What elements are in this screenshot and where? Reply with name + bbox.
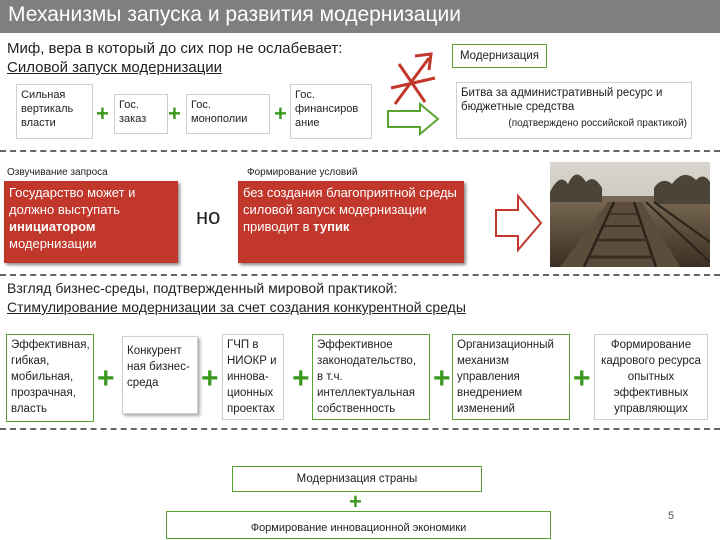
- red-right-text: без создания благоприятной среды силовой…: [243, 185, 457, 234]
- plus-icon: +: [96, 101, 109, 126]
- state-finance-box: Гос. финансиров ание: [290, 84, 372, 139]
- state-monopoly-box: Гос. монополии: [186, 94, 270, 134]
- country-modernization-box: Модернизация страны: [232, 466, 482, 492]
- divider: [0, 274, 720, 276]
- request-label: Озвучивание запроса: [7, 167, 108, 178]
- battle-note: (подтверждено российской практикой): [508, 118, 687, 129]
- red-left-text: Государство может и должно выступать: [9, 185, 136, 217]
- business-view-line: Взгляд бизнес-среды, подтвержденный миро…: [7, 280, 398, 296]
- personnel-box: Формирование кадрового ресурса опытных э…: [594, 334, 708, 420]
- business-view-heading: Стимулирование модернизации за счет созд…: [7, 299, 466, 315]
- effective-power-box: Эффективная, гибкая, мобильная, прозрачн…: [6, 334, 94, 422]
- state-order-box: Гос. заказ: [114, 94, 168, 134]
- org-mechanism-box: Организационный механизм управления внед…: [452, 334, 570, 420]
- arrow-right-icon: [387, 102, 440, 136]
- battle-text: Битва за административный ресурс и бюдже…: [461, 87, 663, 113]
- arrow-right-outline-icon: [495, 193, 543, 253]
- plus-icon: +: [97, 362, 115, 395]
- plus-icon: +: [168, 101, 181, 126]
- red-right-bold: тупик: [313, 219, 350, 234]
- dead-end-box: без создания благоприятной среды силовой…: [238, 181, 464, 263]
- page-title: Механизмы запуска и развития модернизаци…: [8, 3, 461, 26]
- red-left-bold: инициатором: [9, 219, 96, 234]
- strong-vertical-box: Сильная вертикаль власти: [16, 84, 93, 139]
- railway-photo: [550, 162, 710, 267]
- state-initiator-box: Государство может и должно выступать ини…: [4, 181, 178, 263]
- plus-icon: +: [349, 489, 362, 514]
- divider: [0, 150, 720, 152]
- plus-icon: +: [292, 362, 310, 395]
- battle-box: Битва за административный ресурс и бюдже…: [456, 82, 692, 139]
- myth-heading: Силовой запуск модернизации: [7, 59, 223, 76]
- legislation-box: Эффективное законодательство, в т.ч. инт…: [312, 334, 430, 420]
- but-label: но: [196, 204, 221, 229]
- red-left-text-end: модернизации: [9, 236, 97, 251]
- conditions-label: Формирование условий: [247, 167, 358, 178]
- plus-icon: +: [433, 362, 451, 395]
- innovation-economy-box: Формирование инновационной экономики: [166, 511, 551, 539]
- myth-line: Миф, вера в который до сих пор не ослабе…: [7, 40, 343, 57]
- modernization-box: Модернизация: [452, 44, 547, 68]
- ppp-rnd-box: ГЧП в НИОКР и иннова- ционных проектах: [222, 334, 284, 420]
- title-bar: [0, 0, 720, 33]
- crossed-arrow-icon: [390, 52, 436, 105]
- competitive-env-box: Конкурент ная бизнес- среда: [122, 336, 198, 414]
- plus-icon: +: [274, 101, 287, 126]
- divider: [0, 428, 720, 430]
- plus-icon: +: [573, 362, 591, 395]
- page-number: 5: [668, 510, 675, 522]
- plus-icon: +: [201, 362, 219, 395]
